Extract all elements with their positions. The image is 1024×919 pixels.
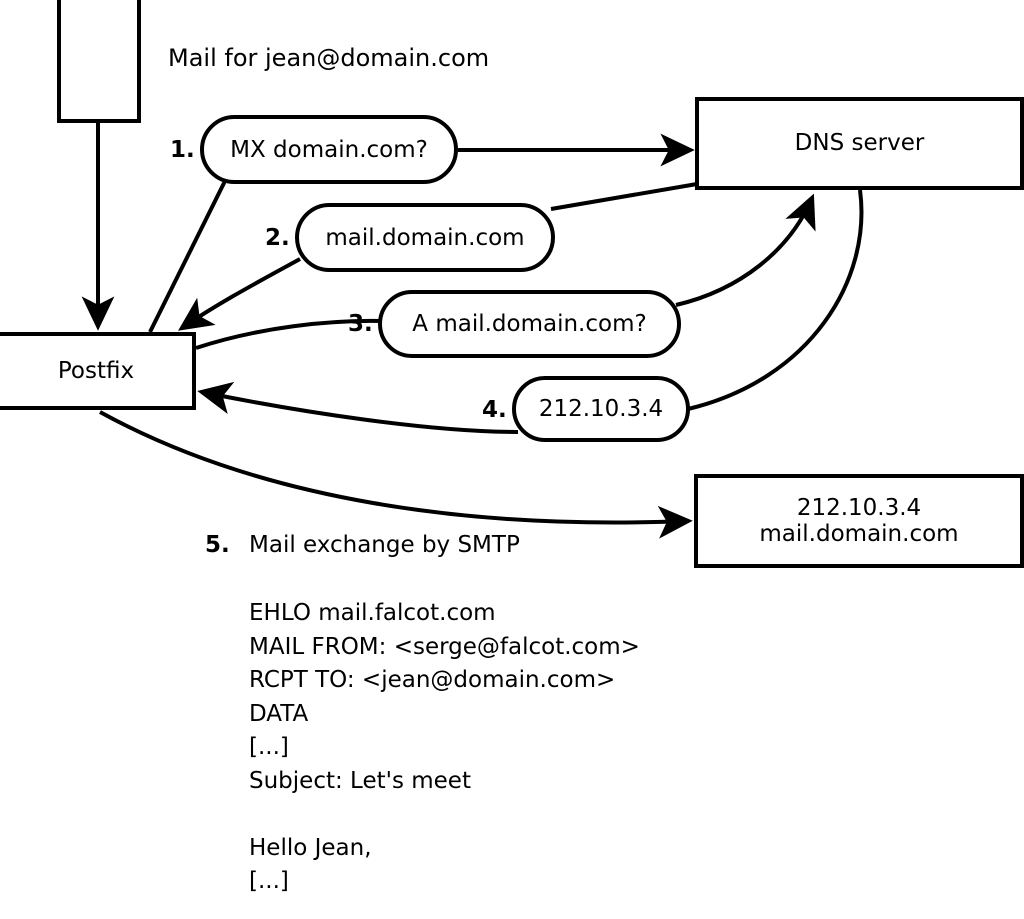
arrow-bubble4-to-postfix <box>197 381 519 434</box>
step-number-1: 1. <box>170 137 195 163</box>
step-bubble-3-label: A mail.domain.com? <box>412 311 647 337</box>
mail-server-ip: 212.10.3.4 <box>796 494 922 521</box>
step-bubble-3[interactable]: A mail.domain.com? <box>378 290 681 358</box>
step-bubble-1-label: MX domain.com? <box>230 136 428 163</box>
mail-server-hostname: mail.domain.com <box>759 521 959 547</box>
step-number-5: 5. <box>205 532 230 558</box>
line-dns-to-bubble4 <box>687 189 864 411</box>
step-bubble-1[interactable]: MX domain.com? <box>200 115 458 184</box>
postfix-box[interactable]: Postfix <box>0 332 196 410</box>
arrow-postfix-to-bubble1-tail <box>148 180 227 333</box>
line-dns-to-bubble2 <box>550 182 698 211</box>
arrow-postfix-to-mailserver <box>99 410 693 539</box>
step-bubble-4[interactable]: 212.10.3.4 <box>512 376 690 442</box>
postfix-label: Postfix <box>57 357 135 384</box>
step-5-label: Mail exchange by SMTP <box>249 532 520 558</box>
mail-server-box[interactable]: 212.10.3.4 mail.domain.com <box>694 474 1024 568</box>
step-bubble-4-label: 212.10.3.4 <box>538 396 664 422</box>
arrow-bubble2-to-postfix <box>178 257 301 331</box>
sender-box[interactable] <box>57 0 141 123</box>
step-bubble-2[interactable]: mail.domain.com <box>295 203 555 272</box>
line-postfix-to-bubble3 <box>195 318 382 350</box>
dns-server-label: DNS server <box>794 130 925 157</box>
arrow-bubble3-to-dns <box>675 193 816 307</box>
step-number-2: 2. <box>265 225 290 251</box>
smtp-transcript: EHLO mail.falcot.com MAIL FROM: <serge@f… <box>249 600 640 894</box>
step-number-4: 4. <box>482 397 507 423</box>
dns-server-box[interactable]: DNS server <box>695 97 1024 190</box>
title-caption: Mail for jean@domain.com <box>168 44 490 72</box>
step-bubble-2-label: mail.domain.com <box>325 224 525 251</box>
step-number-3: 3. <box>348 311 373 337</box>
